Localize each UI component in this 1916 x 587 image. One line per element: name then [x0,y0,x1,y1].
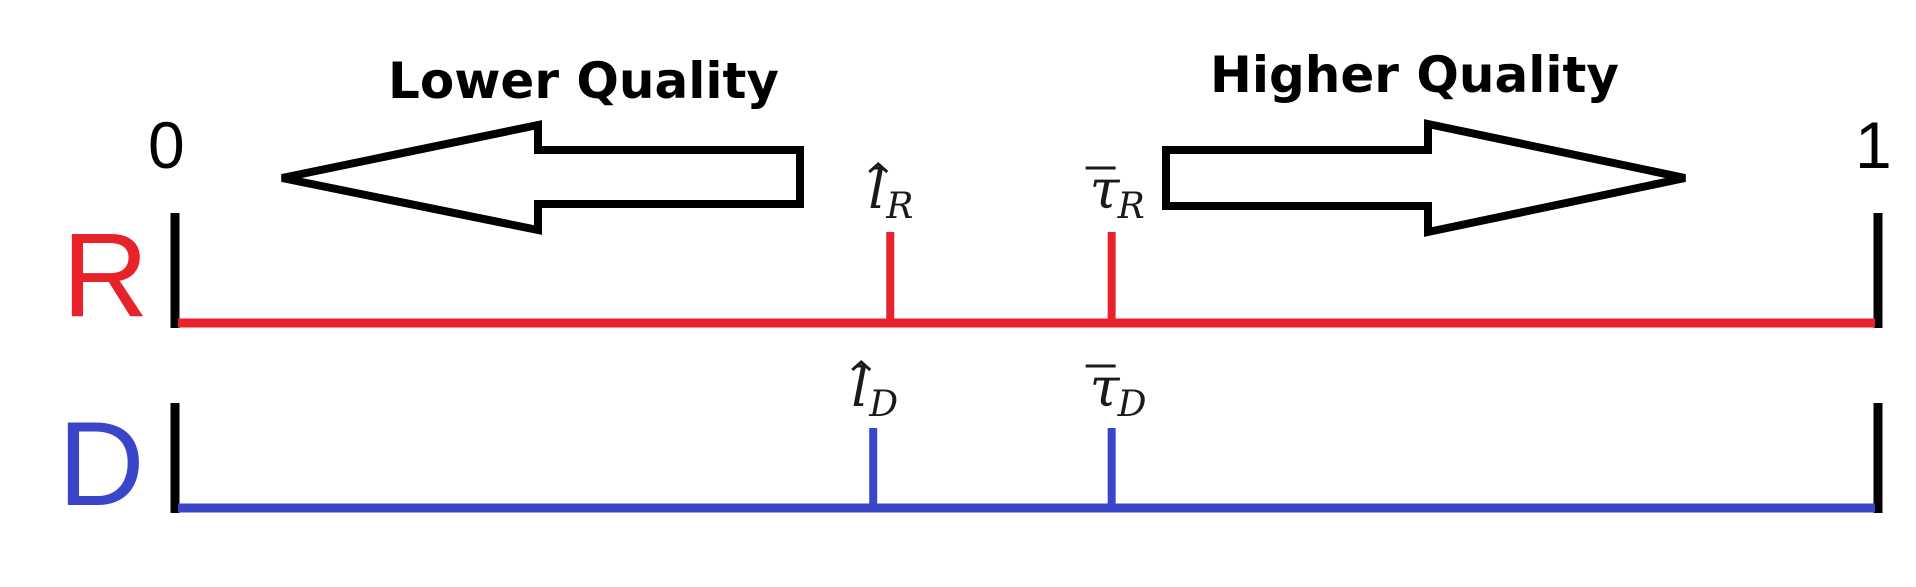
lower-quality-label: Lower Quality [388,52,779,110]
r-marker-label-1: τR [1085,158,1145,227]
svg-text:D: D [868,384,898,425]
scale-max-label: 1 [1855,108,1892,182]
svg-text:R: R [885,186,913,227]
higher-quality-label: Higher Quality [1210,46,1619,104]
right-arrow-icon [1162,119,1686,237]
scale-min-label: 0 [148,108,185,182]
svg-text:D: D [1117,384,1147,425]
row-label-d: D [58,397,145,531]
svg-text:l: l [851,356,868,419]
svg-text:R: R [1117,186,1145,227]
svg-text:l: l [868,158,885,221]
row-label-r: R [62,208,149,342]
d-marker-label-1: τD [1085,356,1147,425]
left-arrow-icon [281,120,804,235]
